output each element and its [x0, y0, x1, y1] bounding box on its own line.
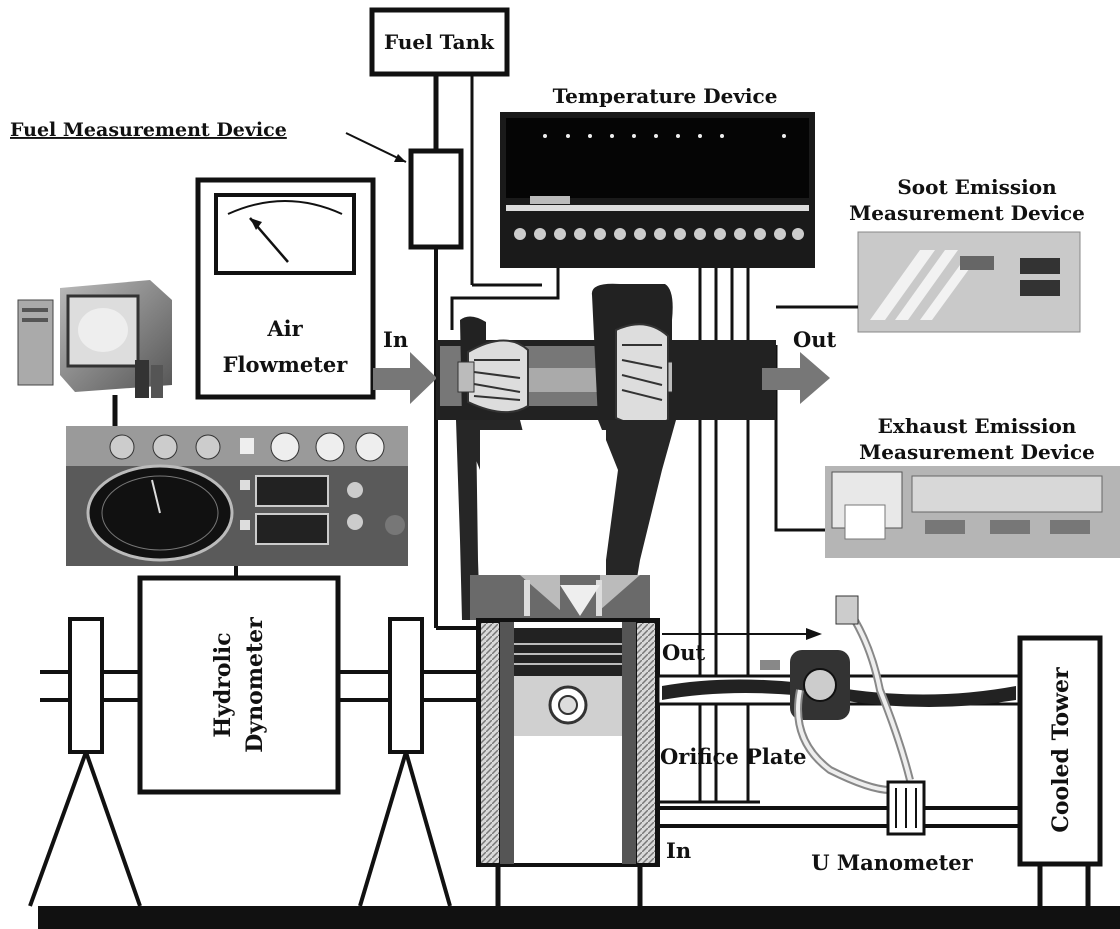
air-flowmeter: Air Flowmeter — [198, 180, 373, 397]
hydrolic-dynometer-label-line2: Dynometer — [242, 617, 268, 753]
air-in-label: In — [383, 327, 408, 352]
air-inlet-arrow: In — [373, 327, 437, 404]
air-flowmeter-label-line1: Air — [266, 316, 303, 341]
fuel-measurement-device-label: Fuel Measurement Device — [10, 119, 287, 141]
exhaust-emission-label-line1: Exhaust Emission — [878, 414, 1077, 438]
orifice-plate: Orifice Plate — [660, 650, 850, 769]
shaft-support-left — [30, 619, 140, 906]
cooled-tower-label: Cooled Tower — [1048, 667, 1074, 833]
temperature-device: Temperature Device — [500, 84, 815, 268]
coolant-in-label: In — [666, 838, 691, 863]
exhaust-outlet: Out — [672, 327, 837, 420]
computer — [18, 280, 172, 428]
coolant-in-pipes — [658, 808, 1020, 826]
air-flowmeter-label-line2: Flowmeter — [223, 352, 349, 377]
fuel-tank: Fuel Tank — [372, 10, 507, 74]
soot-emission-label-line1: Soot Emission — [897, 175, 1057, 199]
u-manometer: U Manometer — [798, 596, 974, 875]
dyno-control-panel — [66, 426, 408, 578]
hydrolic-dynometer-label-line1: Hydrolic — [210, 632, 236, 737]
u-manometer-label: U Manometer — [811, 850, 973, 875]
soot-emission-device: Soot Emission Measurement Device — [776, 175, 1085, 332]
orifice-plate-label: Orifice Plate — [660, 744, 807, 769]
ground-base — [38, 906, 1120, 929]
engine-cylinder — [478, 620, 658, 906]
fuel-tank-label: Fuel Tank — [384, 30, 495, 54]
turbocharger-assembly — [436, 284, 776, 620]
shaft-support-right — [360, 619, 450, 906]
hydrolic-dynometer: Hydrolic Dynometer — [140, 578, 338, 792]
exhaust-out-label: Out — [793, 327, 837, 352]
coolant-out-label: Out — [662, 640, 706, 665]
cooled-tower: Cooled Tower — [1020, 638, 1100, 906]
temperature-device-label: Temperature Device — [553, 84, 778, 108]
soot-emission-label-line2: Measurement Device — [849, 201, 1085, 225]
exhaust-emission-label-line2: Measurement Device — [859, 440, 1095, 464]
